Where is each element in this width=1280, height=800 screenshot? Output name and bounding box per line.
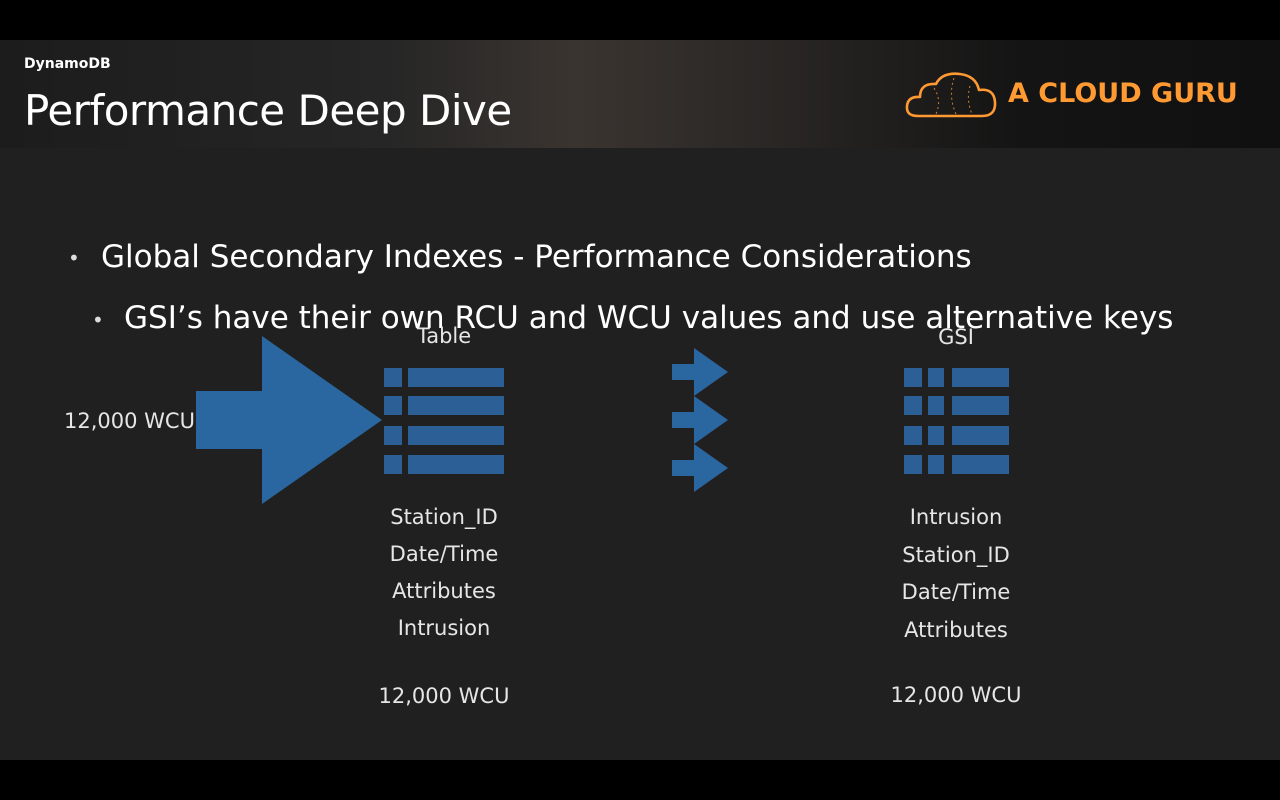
gsi-label: GSI: [938, 325, 974, 349]
diagram-graphics: [196, 336, 1009, 504]
table-attribute: Attributes: [392, 579, 496, 603]
table-attribute: Date/Time: [389, 542, 499, 566]
slide: DynamoDB Performance Deep Dive A CLOUD G…: [0, 40, 1280, 760]
gsi-wcu-label: 12,000 WCU: [890, 683, 1022, 707]
right-arrow-icon: [196, 336, 382, 504]
sub-bullet-dot: •: [92, 308, 104, 332]
section-label: DynamoDB: [24, 56, 111, 72]
right-arrow-icon: [672, 348, 728, 396]
incoming-wcu-label: 12,000 WCU: [64, 409, 195, 433]
table-attribute: Station_ID: [390, 505, 498, 529]
slide-header: [0, 40, 1280, 148]
gsi-attribute: Attributes: [904, 617, 1008, 642]
sub-bullet-text: GSI’s have their own RCU and WCU values …: [124, 300, 1174, 336]
table-wcu-label: 12,000 WCU: [378, 684, 510, 708]
replication-arrows: [672, 348, 728, 492]
brand-name: A CLOUD GURU: [1008, 78, 1238, 109]
table-label: Table: [416, 324, 472, 348]
table-grid-icon: [904, 368, 1009, 474]
table-attributes: Station_ID Date/Time Attributes Intrusio…: [334, 499, 554, 647]
right-arrow-icon: [672, 396, 728, 444]
gsi-attribute: Intrusion: [909, 505, 1003, 529]
cloud-logo-icon: [905, 72, 997, 118]
bullet-text: Global Secondary Indexes - Performance C…: [101, 239, 972, 275]
page-title: Performance Deep Dive: [24, 86, 512, 135]
bullet-dot: •: [68, 246, 80, 270]
gsi-attribute: Station_ID: [902, 542, 1010, 567]
table-attribute: Intrusion: [397, 616, 491, 640]
right-arrow-icon: [672, 444, 728, 492]
gsi-attributes: Intrusion Station_ID Date/Time Attribute…: [846, 499, 1066, 649]
table-grid-icon: [384, 368, 504, 474]
gsi-attribute: Date/Time: [901, 580, 1011, 604]
